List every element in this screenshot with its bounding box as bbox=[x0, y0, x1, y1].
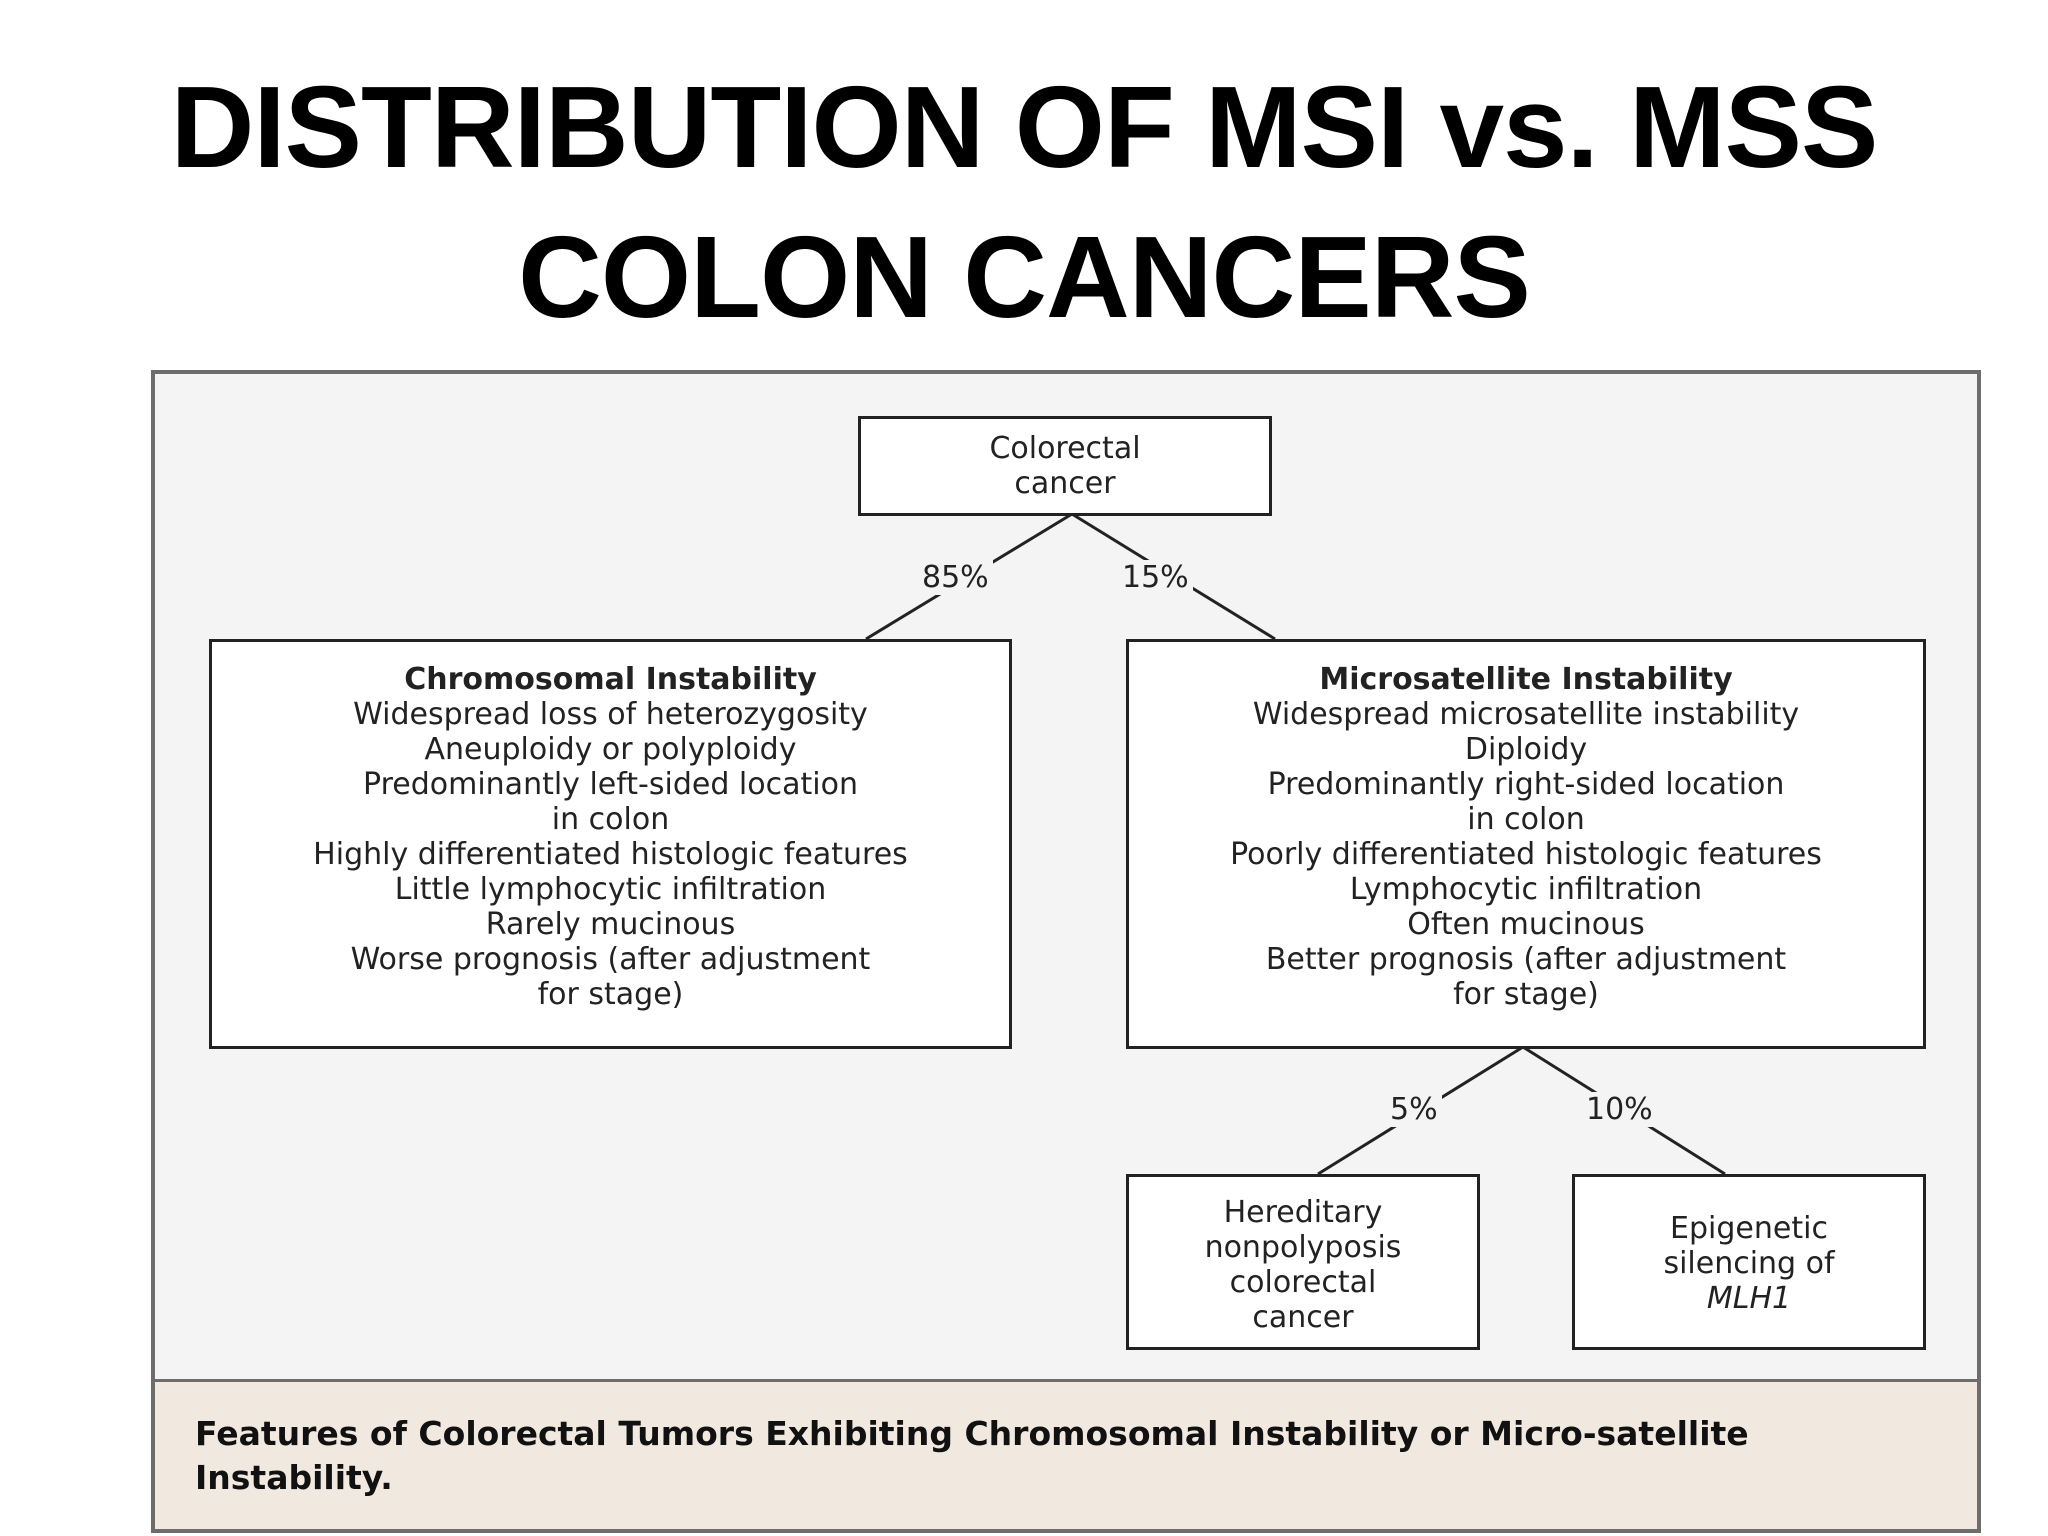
figure-caption: Features of Colorectal Tumors Exhibiting… bbox=[195, 1414, 1749, 1497]
cin-box: Chromosomal Instability Widespread loss … bbox=[209, 639, 1012, 1049]
cin-line: Highly differentiated histologic feature… bbox=[313, 837, 908, 872]
cin-line: Little lymphocytic infiltration bbox=[394, 872, 827, 907]
msi-line: for stage) bbox=[1453, 977, 1599, 1012]
msi-line: Diploidy bbox=[1464, 732, 1588, 767]
cin-line: Aneuploidy or polyploidy bbox=[424, 732, 797, 767]
branch-pct-right: 15% bbox=[1118, 560, 1193, 595]
hnpcc-line: nonpolyposis bbox=[1204, 1230, 1402, 1265]
hnpcc-box: Hereditary nonpolyposis colorectal cance… bbox=[1126, 1174, 1480, 1350]
cin-line: Rarely mucinous bbox=[485, 907, 736, 942]
slide-title-line-2: COLON CANCERS bbox=[518, 212, 1531, 342]
figure-caption-band: Features of Colorectal Tumors Exhibiting… bbox=[155, 1379, 1977, 1529]
msi-line: Poorly differentiated histologic feature… bbox=[1230, 837, 1822, 872]
figure-frame: Colorectal cancer 85% 15% Chromosomal In… bbox=[151, 370, 1981, 1533]
slide-title-line-1: DISTRIBUTION OF MSI vs. MSS bbox=[170, 62, 1879, 192]
epigenetic-line-1: Epigenetic bbox=[1670, 1211, 1828, 1246]
msi-line: Better prognosis (after adjustment bbox=[1265, 942, 1787, 977]
root-box: Colorectal cancer bbox=[858, 416, 1272, 516]
msi-heading: Microsatellite Instability bbox=[1319, 662, 1733, 697]
msi-box: Microsatellite Instability Widespread mi… bbox=[1126, 639, 1926, 1049]
msi-line: Widespread microsatellite instability bbox=[1252, 697, 1800, 732]
branch-pct-left: 85% bbox=[918, 560, 993, 595]
msi-line: in colon bbox=[1467, 802, 1585, 837]
sub-branch-pct-left: 5% bbox=[1386, 1092, 1442, 1127]
msi-line: Lymphocytic infiltration bbox=[1349, 872, 1703, 907]
root-line-2: cancer bbox=[1014, 466, 1116, 501]
root-line-1: Colorectal bbox=[989, 431, 1141, 466]
hnpcc-line: colorectal bbox=[1229, 1265, 1377, 1300]
cin-line: for stage) bbox=[537, 977, 684, 1012]
cin-line: in colon bbox=[551, 802, 670, 837]
cin-line: Predominantly left-sided location bbox=[363, 767, 858, 802]
msi-line: Often mucinous bbox=[1407, 907, 1645, 942]
msi-line: Predominantly right-sided location bbox=[1267, 767, 1785, 802]
cin-line: Widespread loss of heterozygosity bbox=[353, 697, 868, 732]
sub-branch-pct-right: 10% bbox=[1582, 1092, 1657, 1127]
hnpcc-line: cancer bbox=[1252, 1300, 1354, 1335]
epigenetic-gene-name: MLH1 bbox=[1706, 1281, 1792, 1316]
hnpcc-line: Hereditary bbox=[1223, 1195, 1383, 1230]
slide-title: DISTRIBUTION OF MSI vs. MSS COLON CANCER… bbox=[0, 52, 2048, 352]
epigenetic-line-2: silencing of bbox=[1663, 1246, 1835, 1281]
cin-line: Worse prognosis (after adjustment bbox=[350, 942, 871, 977]
cin-heading: Chromosomal Instability bbox=[404, 662, 817, 697]
epigenetic-box: Epigenetic silencing of MLH1 bbox=[1572, 1174, 1926, 1350]
